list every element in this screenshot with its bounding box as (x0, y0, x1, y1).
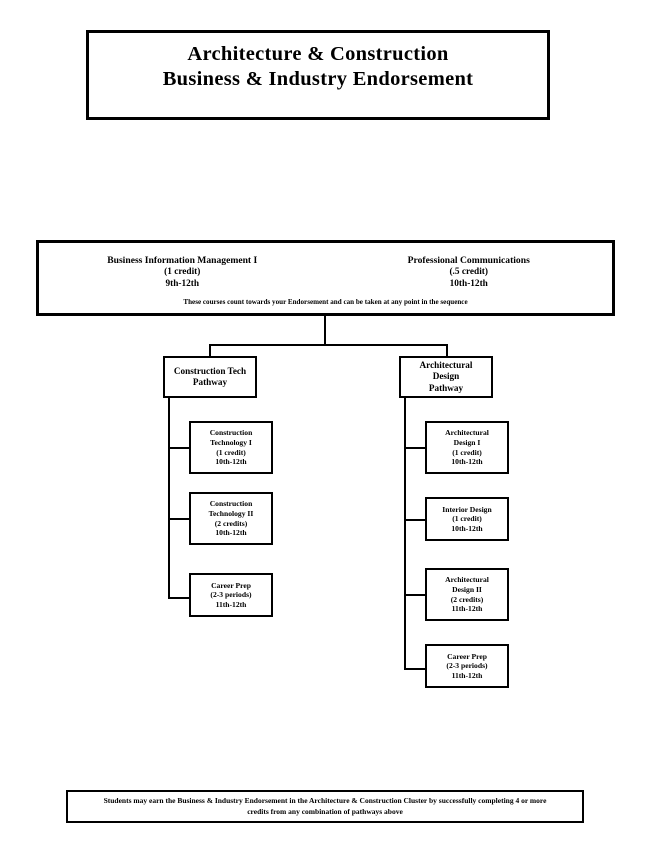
course-line: 10th-12th (215, 528, 247, 538)
course-line: 11th-12th (215, 599, 247, 609)
footer-line-2: credits from any combination of pathways… (247, 806, 403, 816)
course-line: 10th-12th (451, 457, 483, 467)
pathway-right-spine (404, 398, 406, 670)
course-name: Business Information Management I (107, 255, 258, 266)
connector-stem-foundation (324, 316, 326, 345)
connector-split-bar (210, 344, 448, 346)
connector-drop-right-pathway (446, 344, 448, 357)
pathway-left-stub-1 (168, 447, 190, 449)
pathway-header-line: Construction Tech (173, 365, 247, 376)
course-line: (2 credits) (450, 594, 484, 604)
course-line: (1 credit) (452, 447, 482, 457)
course-line: (2-3 periods) (210, 590, 252, 600)
course-box-career-prep-architectural: Career Prep (2-3 periods) 11th-12th (425, 644, 509, 688)
pathway-header-line: Architectural (419, 360, 473, 371)
pathway-right-stub-4 (404, 668, 426, 670)
pathway-header-line: Design (432, 371, 460, 382)
course-line: Interior Design (442, 504, 492, 514)
page-title-line-2: Business & Industry Endorsement (162, 68, 474, 90)
course-line: Architectural (445, 428, 489, 438)
course-credit: (1 credit) (164, 267, 201, 277)
course-line: 10th-12th (215, 457, 247, 467)
endorsement-requirement-box: Students may earn the Business & Industr… (66, 790, 584, 823)
course-box-construction-technology-1: Construction Technology I (1 credit) 10t… (189, 421, 273, 474)
course-line: Design II (452, 584, 482, 594)
course-line: (2-3 periods) (446, 661, 488, 671)
course-box-interior-design: Interior Design (1 credit) 10th-12th (425, 497, 509, 541)
pathway-right-stub-2 (404, 519, 426, 521)
connector-drop-left-pathway (209, 344, 211, 357)
course-name: Professional Communications (407, 255, 530, 266)
course-line: Technology I (210, 437, 252, 447)
course-line: 10th-12th (451, 523, 483, 533)
pathway-left-stub-2 (168, 518, 190, 520)
course-box-construction-technology-2: Construction Technology II (2 credits) 1… (189, 492, 273, 545)
course-box-career-prep-construction: Career Prep (2-3 periods) 11th-12th (189, 573, 273, 617)
page-title-line-1: Architecture & Construction (187, 43, 449, 65)
course-line: 11th-12th (451, 670, 483, 680)
course-line: Architectural (445, 575, 489, 585)
foundation-course-list: Business Information Management I (1 cre… (39, 243, 612, 290)
pathway-right-stub-1 (404, 447, 426, 449)
foundation-note: These courses count towards your Endorse… (183, 298, 468, 306)
course-line: Career Prep (211, 580, 251, 590)
pathway-right-stub-3 (404, 594, 426, 596)
foundation-course-bim1: Business Information Management I (1 cre… (56, 255, 308, 290)
page-title-box: Architecture & Construction Business & I… (86, 30, 550, 120)
pathway-left-stub-3 (168, 597, 190, 599)
course-grades: 9th-12th (165, 278, 200, 289)
course-box-architectural-design-2: Architectural Design II (2 credits) 11th… (425, 568, 509, 621)
pathway-header-construction-tech: Construction Tech Pathway (163, 356, 257, 398)
course-line: Career Prep (447, 651, 487, 661)
course-line: 11th-12th (451, 604, 483, 614)
footer-line-1: Students may earn the Business & Industr… (103, 796, 547, 806)
pathway-header-line: Pathway (192, 377, 228, 387)
course-line: (1 credit) (216, 447, 246, 457)
course-credit: (.5 credit) (449, 267, 489, 277)
foundation-course-prof-comm: Professional Communications (.5 credit) … (343, 255, 595, 290)
course-line: (2 credits) (214, 518, 248, 528)
course-grades: 10th-12th (449, 278, 488, 289)
pathway-left-spine (168, 398, 170, 599)
course-line: Construction (209, 499, 253, 509)
course-line: Technology II (208, 508, 254, 518)
course-line: (1 credit) (452, 514, 482, 524)
foundation-courses-box: Business Information Management I (1 cre… (36, 240, 615, 316)
course-line: Construction (209, 428, 253, 438)
course-box-architectural-design-1: Architectural Design I (1 credit) 10th-1… (425, 421, 509, 474)
course-line: Design I (453, 437, 481, 447)
pathway-header-architectural-design: Architectural Design Pathway (399, 356, 493, 398)
pathway-header-line: Pathway (428, 382, 464, 393)
